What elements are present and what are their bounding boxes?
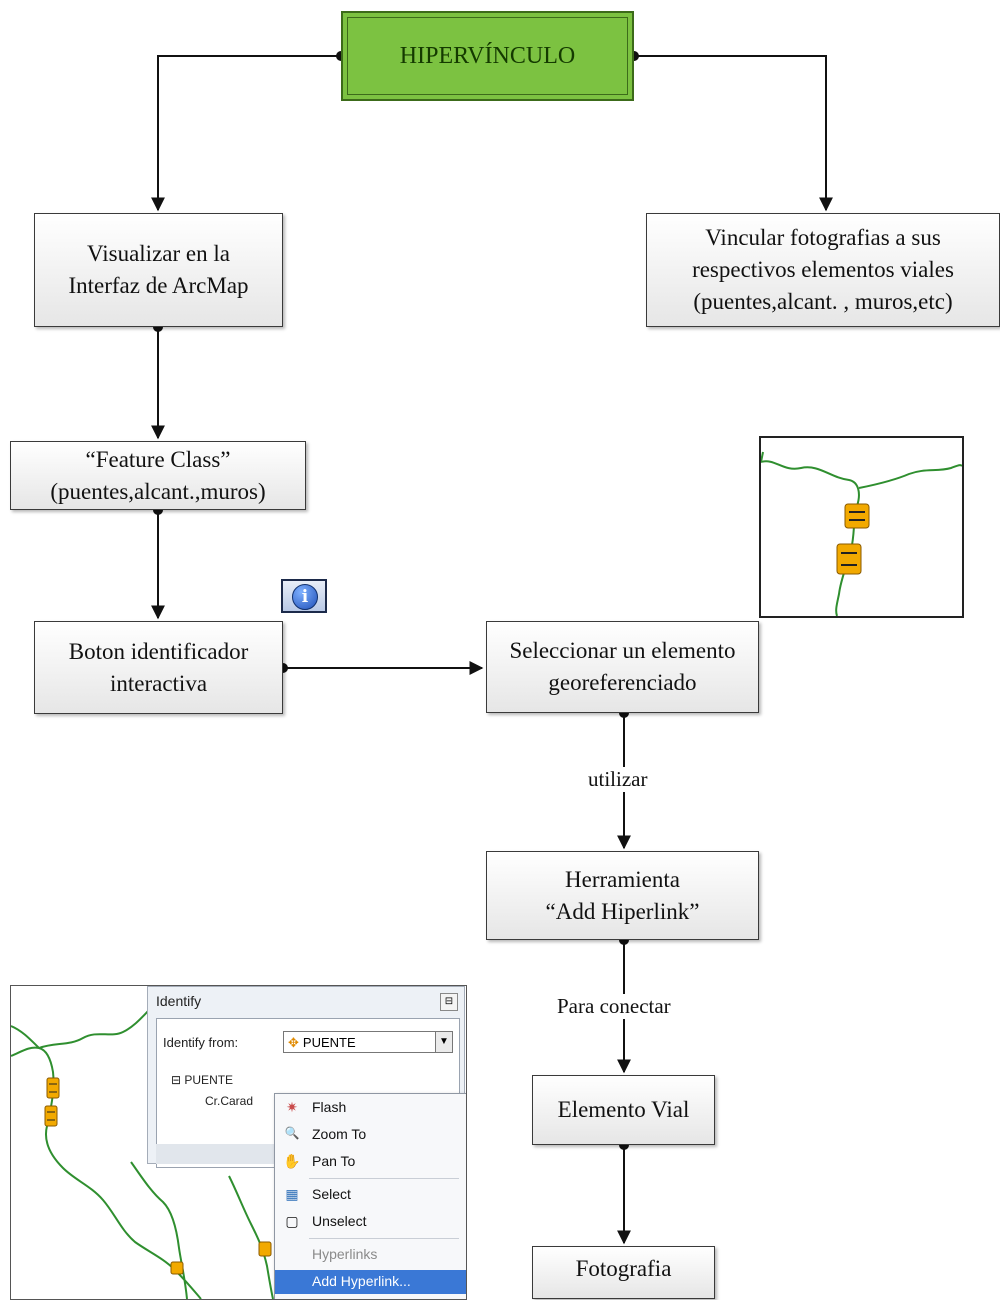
river-line [760,451,764,463]
identify-from-value: PUENTE [302,1035,356,1050]
chevron-down-icon[interactable]: ▼ [435,1032,452,1052]
menu-item-pan-to[interactable]: ✋ Pan To [275,1150,466,1174]
tree-item-feature[interactable]: Cr.Carad [205,1094,254,1108]
identify-from-select[interactable]: ✥PUENTE ▼ [283,1031,453,1053]
menu-item-label: Hyperlinks [312,1246,378,1262]
menu-item-label: Unselect [312,1213,367,1229]
select-features-icon: ▦ [285,1186,299,1202]
select-element-node: Seleccionar un elemento georeferenciado [486,621,759,713]
root-node: HIPERVÍNCULO [341,11,634,101]
pin-icon[interactable]: ⊟ [440,993,458,1011]
visualize-node: Visualizar en la Interfaz de ArcMap [34,213,283,327]
layer-icon: ✥ [288,1035,299,1050]
menu-separator [309,1178,459,1179]
identify-window-title: Identify [156,993,202,1009]
edge-root-to-link-photos [634,55,833,212]
river-line [228,1175,274,1299]
menu-item-hyperlinks: Hyperlinks [275,1243,466,1267]
menu-item-select[interactable]: ▦ Select [275,1183,466,1207]
pan-hand-icon: ✋ [283,1153,301,1169]
edge-label-use: utilizar [584,767,652,792]
add-hyperlink-tool-node: Herramienta “Add Hiperlink” [486,851,759,940]
river-line [130,1161,188,1299]
identify-button-node: Boton identificador interactiva [34,621,283,714]
menu-item-zoom-to[interactable]: 🔍 Zoom To [275,1123,466,1147]
menu-item-label: Flash [312,1099,347,1115]
link-photos-node: Vincular fotografias a sus respectivos e… [646,213,1000,327]
river-line [11,1025,40,1049]
bridge-symbol [844,503,870,529]
menu-item-flash[interactable]: ✷ Flash [275,1096,466,1120]
river-map-inset [759,436,964,618]
identify-info-button: i [281,579,327,613]
river-line [38,1007,152,1049]
map-background [11,1007,274,1299]
menu-item-label: Add Hyperlink... [312,1273,411,1289]
bridge-symbol [170,1261,184,1275]
feature-class-node: “Feature Class” (puentes,alcant.,muros) [10,441,306,510]
identify-from-label: Identify from: [163,1035,239,1050]
edge-label-connect: Para conectar [553,994,675,1019]
context-menu: ✷ Flash 🔍 Zoom To ✋ Pan To ▦ Select ▢ Un… [274,1093,466,1299]
river-line [760,460,860,617]
bridge-symbol [44,1105,58,1127]
menu-item-unselect[interactable]: ▢ Unselect [275,1210,466,1234]
zoom-icon: 🔍 [284,1126,300,1140]
river-line [11,1046,202,1299]
bridge-symbol [836,543,862,575]
arcmap-identify-screenshot: Identify ⊟ Identify from: ✥PUENTE ▼ ⊟ PU… [10,985,467,1300]
bridge-symbol [46,1077,60,1099]
tree-item-puente[interactable]: ⊟ PUENTE [171,1073,234,1087]
flash-icon: ✷ [286,1099,298,1115]
info-icon: i [292,584,318,610]
unselect-icon: ▢ [285,1213,299,1229]
menu-item-label: Pan To [312,1153,356,1169]
river-line [858,464,963,489]
menu-item-add-hyperlink[interactable]: Add Hyperlink... [275,1270,466,1294]
edge-root-to-visualize [151,55,341,212]
bridge-symbol [258,1241,272,1257]
river-map [760,451,963,617]
photo-node: Fotografia [532,1246,715,1299]
road-element-node: Elemento Vial [532,1075,715,1145]
menu-separator [309,1238,459,1239]
menu-item-label: Zoom To [312,1126,367,1142]
menu-item-label: Select [312,1186,351,1202]
